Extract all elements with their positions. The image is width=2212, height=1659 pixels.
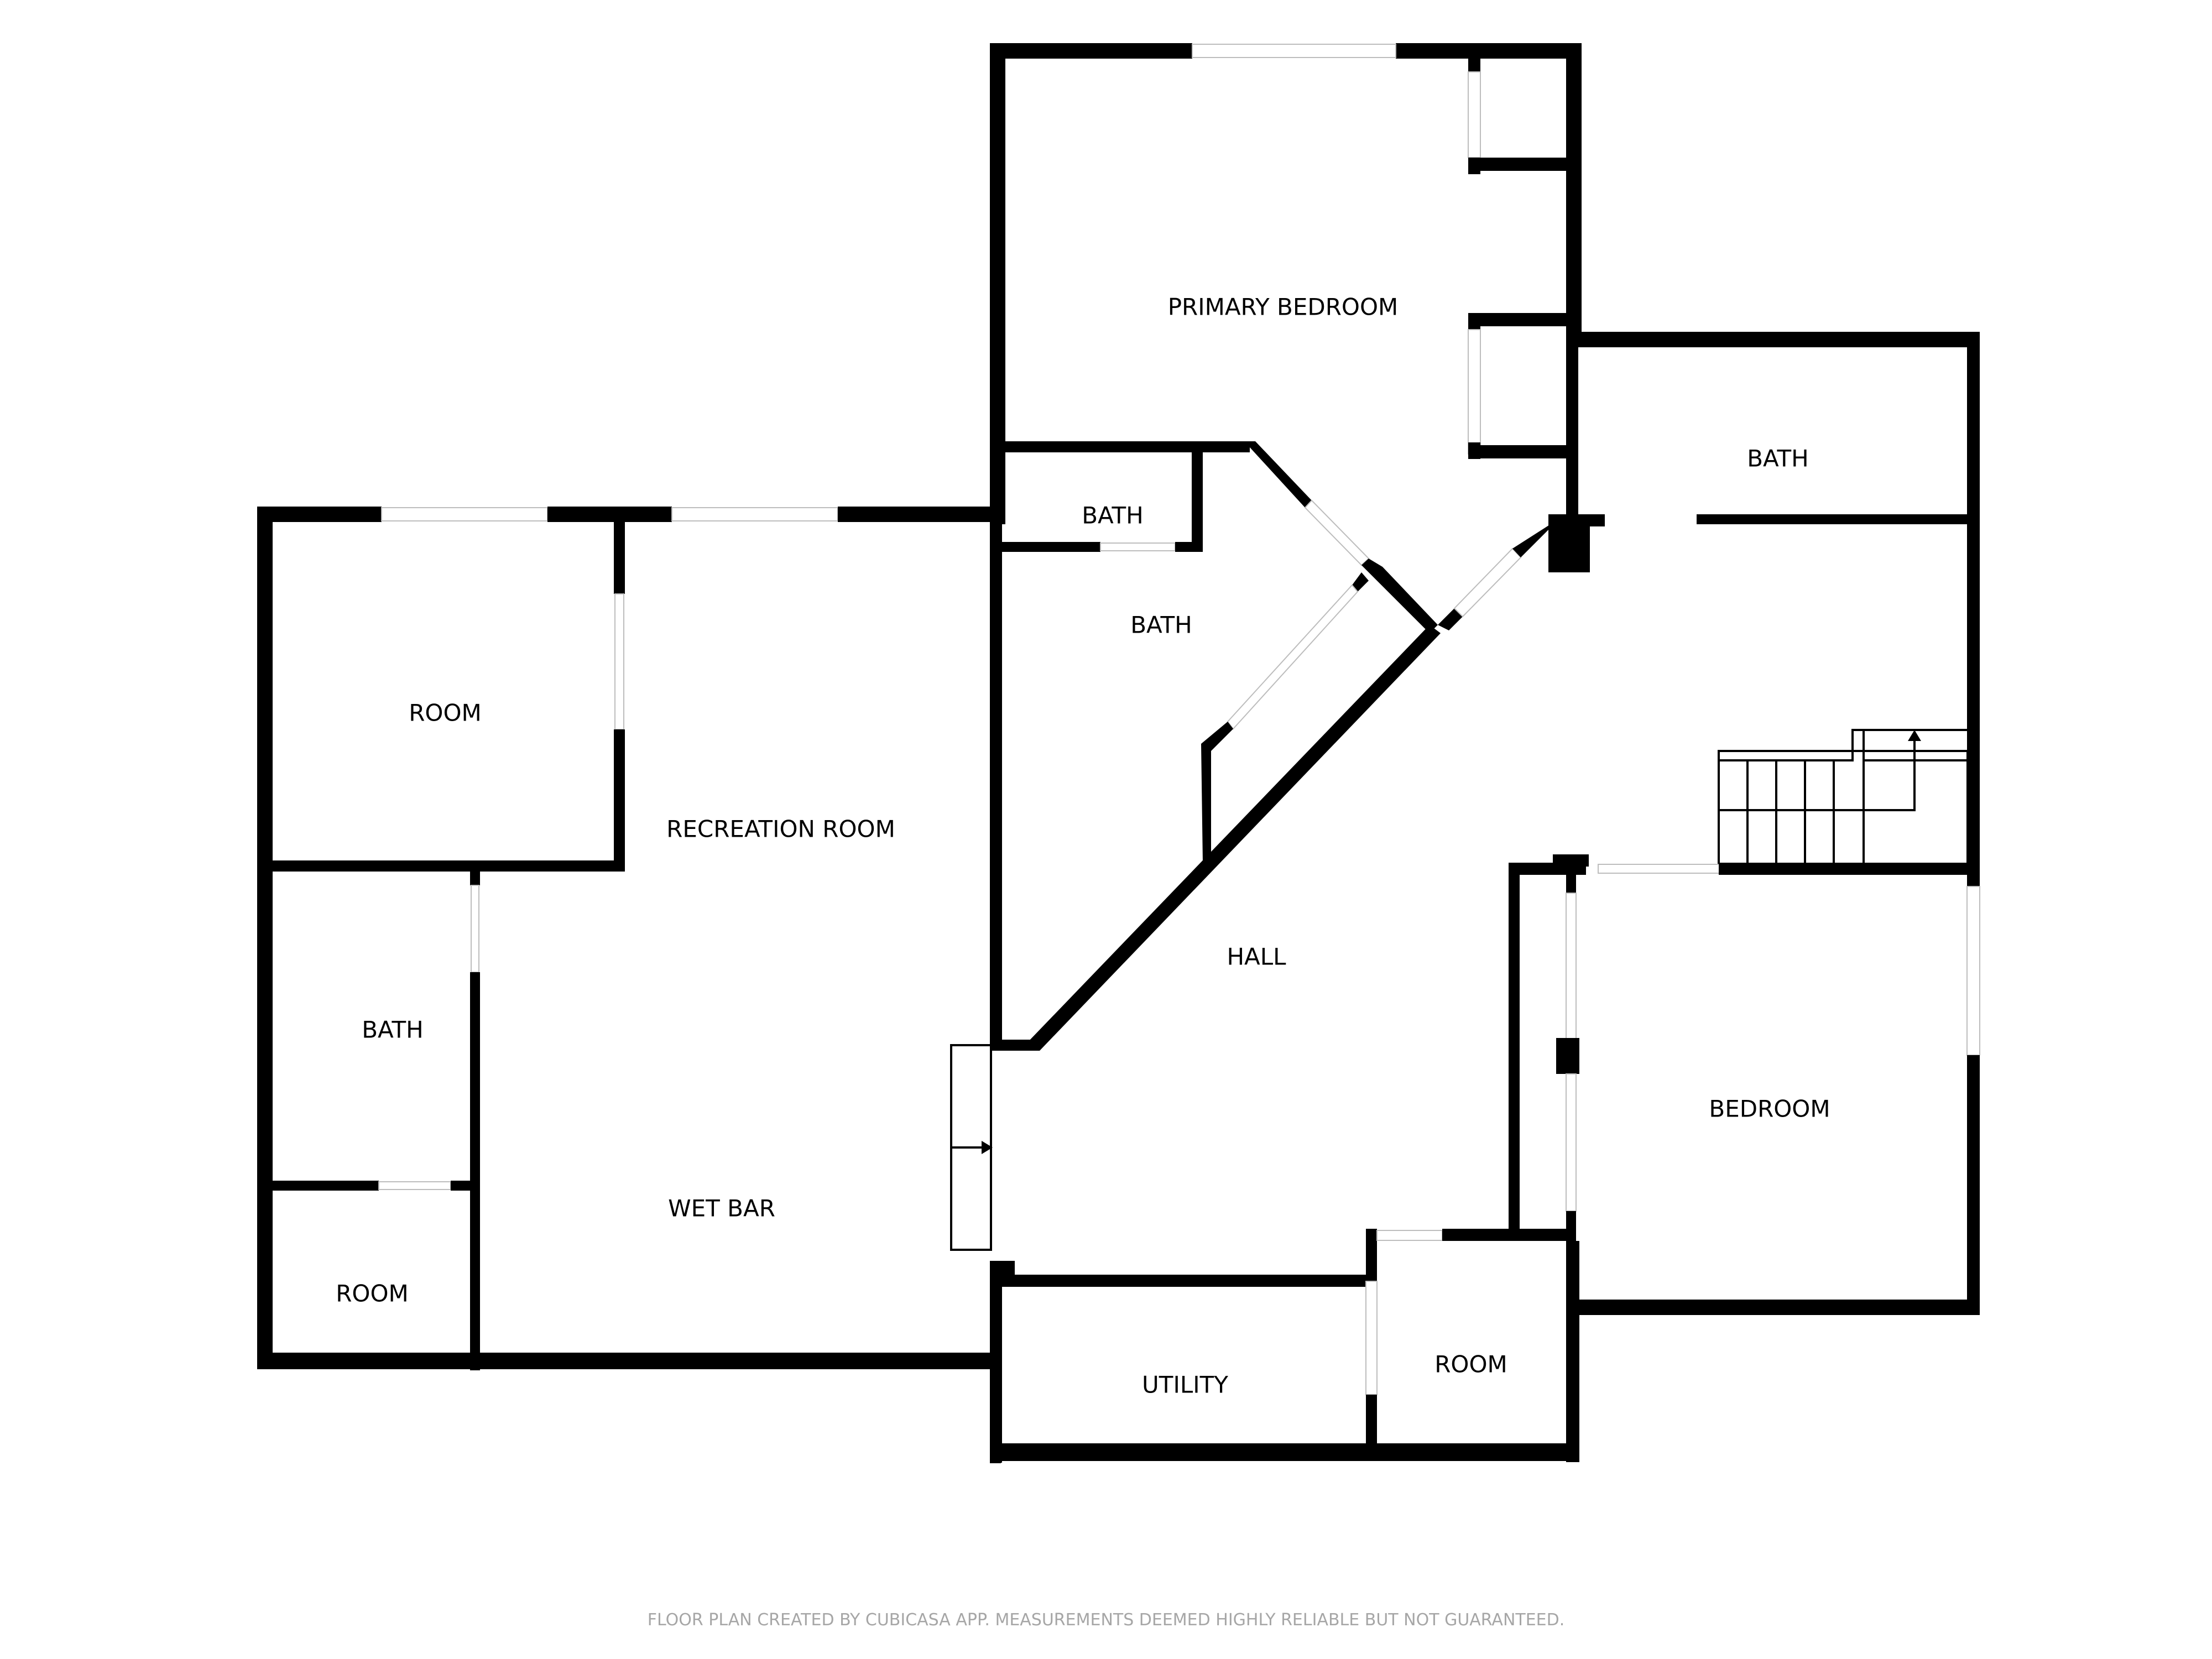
room-label-recreation-room: RECREATION ROOM xyxy=(666,816,895,843)
room-label-bedroom: BEDROOM xyxy=(1709,1095,1830,1123)
room-label-room-bottom: ROOM xyxy=(1434,1351,1507,1378)
room-labels: PRIMARY BEDROOM BATH BATH BATH ROOM RECR… xyxy=(336,294,1830,1399)
stairs xyxy=(1718,729,1969,868)
entry-door xyxy=(950,1044,993,1251)
room-label-hall: HALL xyxy=(1227,943,1286,971)
door-arrow-icon xyxy=(982,1141,993,1154)
room-label-bath-right: BATH xyxy=(1747,445,1809,472)
room-label-room-left-top: ROOM xyxy=(409,700,482,727)
disclaimer-footer: FLOOR PLAN CREATED BY CUBICASA APP. MEAS… xyxy=(647,1610,1565,1630)
room-label-utility: UTILITY xyxy=(1142,1371,1228,1399)
room-label-bath-main: BATH xyxy=(1130,612,1192,639)
room-label-primary-bedroom: PRIMARY BEDROOM xyxy=(1168,294,1399,321)
room-label-bath-left: BATH xyxy=(362,1016,424,1044)
room-label-bath-small: BATH xyxy=(1082,502,1144,529)
stair-arrow-icon xyxy=(1908,730,1921,741)
room-label-wet-bar: WET BAR xyxy=(668,1195,775,1222)
walls xyxy=(257,43,1980,1463)
room-label-room-left-bottom: ROOM xyxy=(336,1280,409,1307)
